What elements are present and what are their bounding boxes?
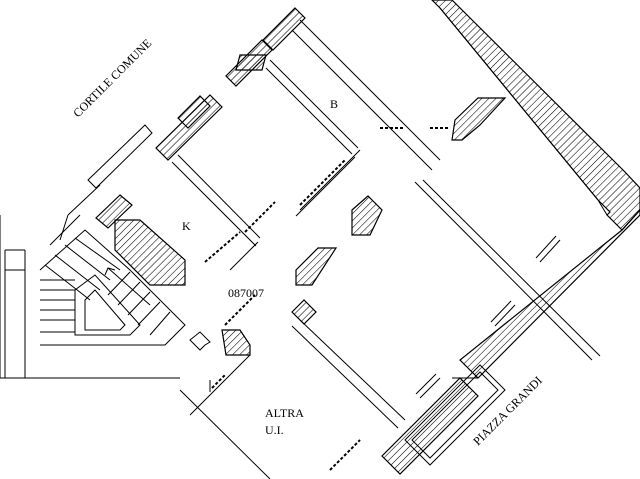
inner-walls: [177, 54, 507, 325]
wall-southeast: [459, 209, 640, 379]
wall-lower-inner: [291, 299, 317, 325]
square-label: PIAZZA GRANDI: [470, 373, 545, 448]
other-unit-label-line1: ALTRA: [265, 406, 304, 420]
wall-center-pier: [351, 195, 383, 236]
wall-south-pier: [295, 247, 338, 286]
wall-northwest-lower: [95, 194, 133, 229]
wall-west-block: [114, 219, 186, 286]
openings: [204, 127, 450, 471]
room-b-label: B: [330, 97, 338, 111]
other-unit-label-line2: U.I.: [265, 423, 284, 437]
wall-b-east: [451, 97, 507, 141]
staircase: [0, 215, 211, 379]
room-k-label: K: [182, 219, 191, 233]
courtyard-label: CORTILE COMUNE: [70, 36, 154, 120]
partitions: [49, 7, 608, 479]
wall-k-north: [235, 54, 267, 71]
wall-southeast-lower: [381, 377, 479, 475]
wall-south-block: [221, 329, 251, 356]
outer-walls: [95, 0, 640, 475]
wall-k-northwest: [177, 95, 211, 129]
wall-northwest-upper: [262, 7, 306, 51]
unit-code-label: 087007: [228, 286, 264, 300]
